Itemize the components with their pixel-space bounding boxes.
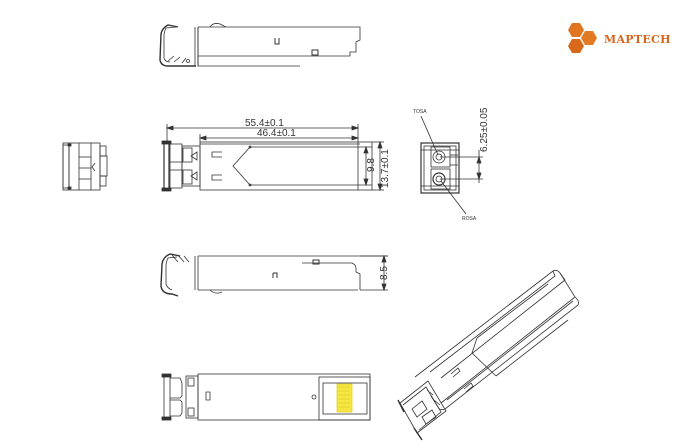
- side-view-bottom: 8.5: [160, 253, 390, 297]
- dim-overall-width: 13.7±0.1: [380, 149, 391, 188]
- optical-port-view: TOSA ROSA 6.25±0.05: [413, 107, 490, 222]
- front-end-view: [62, 142, 108, 191]
- side-view-top: [159, 23, 361, 67]
- top-plan-view: 55.4±0.1 46.4±0.1 9.8 13.7±0.1: [161, 118, 391, 192]
- bottom-plan-view: [161, 373, 371, 421]
- dim-height: 8.5: [379, 266, 390, 280]
- logo-text: MAPTECH: [604, 33, 671, 46]
- isometric-view: [397, 269, 579, 441]
- dim-inner-width: 9.8: [366, 158, 377, 172]
- gold-edge-connector: [336, 383, 353, 413]
- maptech-logo-icon: [568, 23, 597, 53]
- label-tosa: TOSA: [413, 109, 427, 115]
- dim-port-pitch: 6.25±0.05: [479, 107, 490, 152]
- label-rosa: ROSA: [462, 216, 477, 222]
- dim-overall-length: 55.4±0.1: [245, 118, 284, 129]
- dim-body-length: 46.4±0.1: [257, 128, 296, 139]
